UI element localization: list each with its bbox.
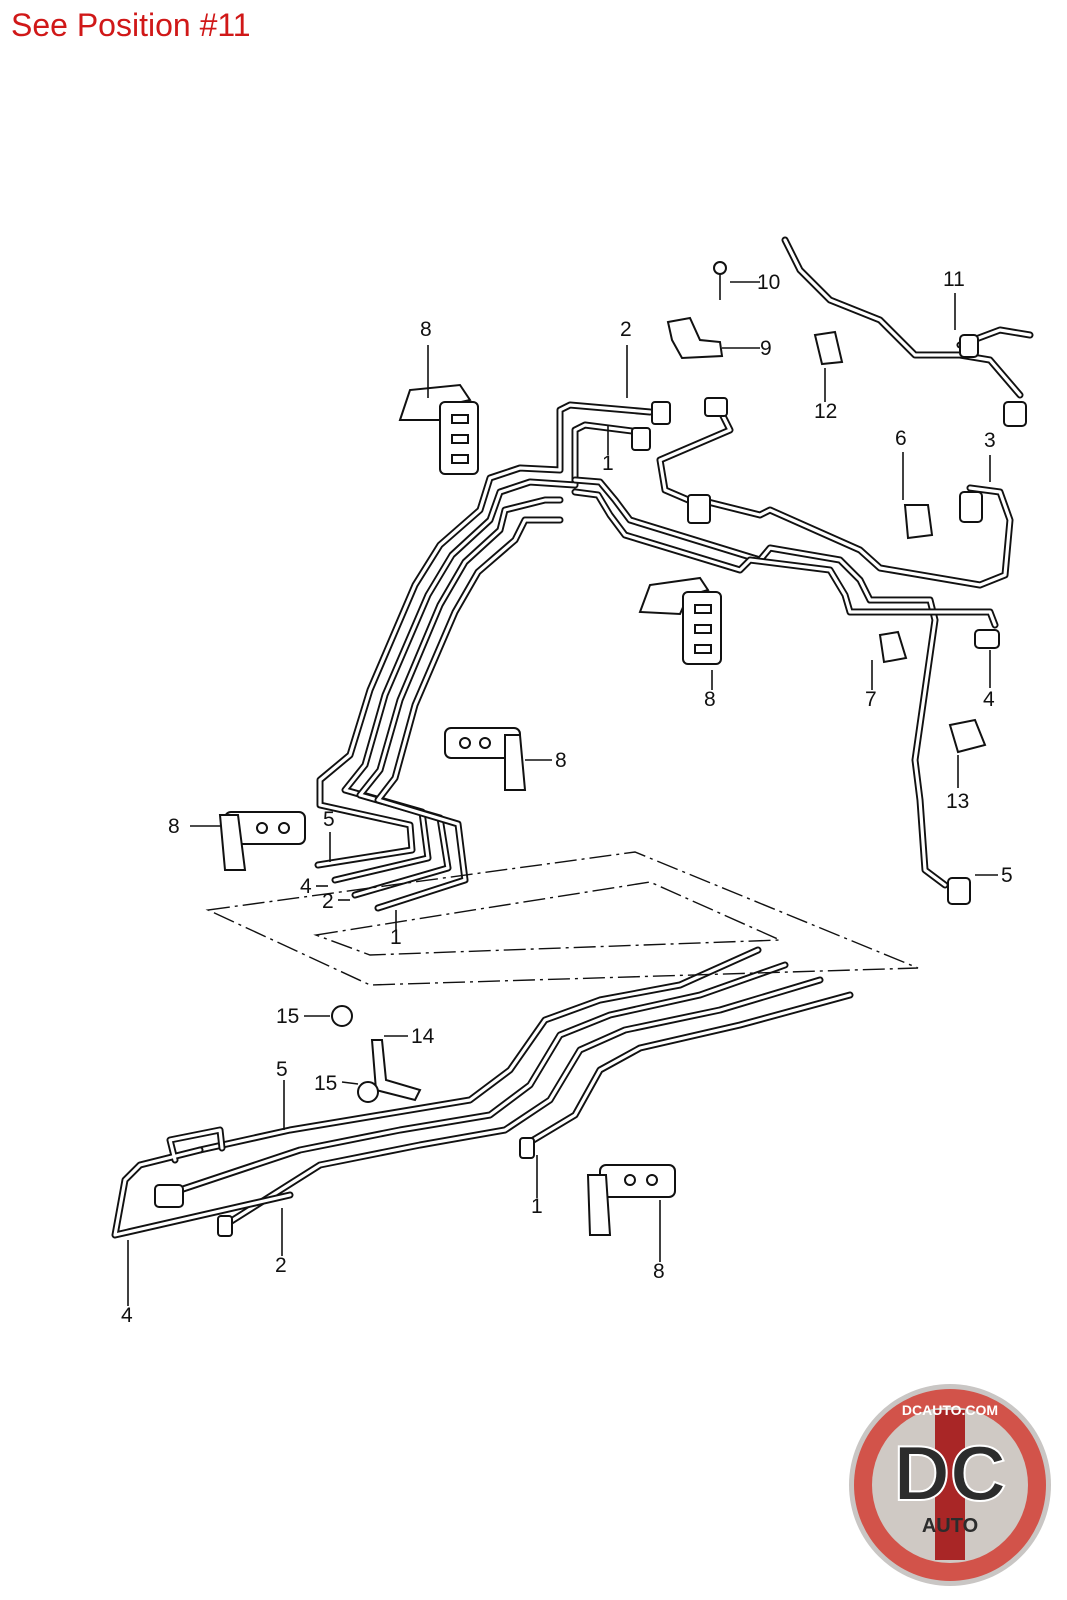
callout-8: 8 bbox=[555, 749, 567, 772]
leader-lines bbox=[127, 281, 998, 1306]
callout-8: 8 bbox=[653, 1260, 665, 1283]
callout-2: 2 bbox=[322, 890, 334, 913]
callout-15: 15 bbox=[314, 1072, 337, 1095]
callout-4: 4 bbox=[121, 1304, 133, 1327]
upper-brake-lines bbox=[314, 236, 1034, 912]
screw-10 bbox=[713, 261, 727, 300]
callout-labels: 8 2 1 10 9 12 11 6 3 8 7 4 8 13 8 5 4 2 … bbox=[121, 268, 1013, 1327]
dcauto-logo: DCAUTO.COM DC AUTO bbox=[849, 1384, 1051, 1586]
callout-12: 12 bbox=[814, 400, 837, 423]
clip-bracket-8-far-left bbox=[218, 811, 306, 871]
lower-brake-lines bbox=[111, 946, 854, 1239]
nut-15-top bbox=[331, 1005, 353, 1027]
callout-4: 4 bbox=[300, 875, 312, 898]
clip-bracket-8-top bbox=[398, 383, 479, 475]
callout-8: 8 bbox=[704, 688, 716, 711]
callout-8: 8 bbox=[168, 815, 180, 838]
clip-13 bbox=[948, 718, 987, 754]
clip-bracket-8-mid bbox=[638, 576, 722, 665]
callout-5: 5 bbox=[323, 808, 335, 831]
callout-1: 1 bbox=[531, 1195, 543, 1218]
section-outline bbox=[205, 851, 919, 986]
callout-2: 2 bbox=[620, 318, 632, 341]
callout-14: 14 bbox=[411, 1025, 435, 1048]
callout-10: 10 bbox=[757, 271, 780, 294]
fittings bbox=[154, 334, 1027, 1237]
callout-15: 15 bbox=[276, 1005, 299, 1028]
callout-5: 5 bbox=[276, 1058, 288, 1081]
clip-7 bbox=[878, 630, 908, 664]
callout-13: 13 bbox=[946, 790, 969, 813]
callout-8: 8 bbox=[420, 318, 432, 341]
callout-11: 11 bbox=[943, 268, 965, 291]
nut-15-bottom bbox=[357, 1081, 379, 1103]
bracket-14 bbox=[370, 1039, 422, 1102]
logo-sub-text: AUTO bbox=[922, 1515, 978, 1537]
callout-4: 4 bbox=[983, 688, 995, 711]
logo-mark: DC bbox=[894, 1429, 1007, 1517]
bracket-9 bbox=[666, 316, 724, 360]
callout-2: 2 bbox=[275, 1254, 287, 1277]
logo-domain-text: DCAUTO.COM bbox=[902, 1402, 998, 1418]
clip-bracket-8-left bbox=[444, 727, 527, 791]
see-position-caption: See Position #11 bbox=[11, 7, 251, 43]
clip-6 bbox=[903, 504, 934, 540]
callout-1: 1 bbox=[390, 926, 402, 949]
callout-9: 9 bbox=[760, 337, 772, 360]
clip-12 bbox=[813, 330, 844, 366]
callout-5: 5 bbox=[1001, 864, 1013, 887]
callout-6: 6 bbox=[895, 427, 907, 450]
callout-3: 3 bbox=[984, 429, 996, 452]
clip-bracket-8-bottom bbox=[586, 1164, 676, 1236]
callout-1: 1 bbox=[602, 452, 614, 475]
callout-7: 7 bbox=[865, 688, 877, 711]
